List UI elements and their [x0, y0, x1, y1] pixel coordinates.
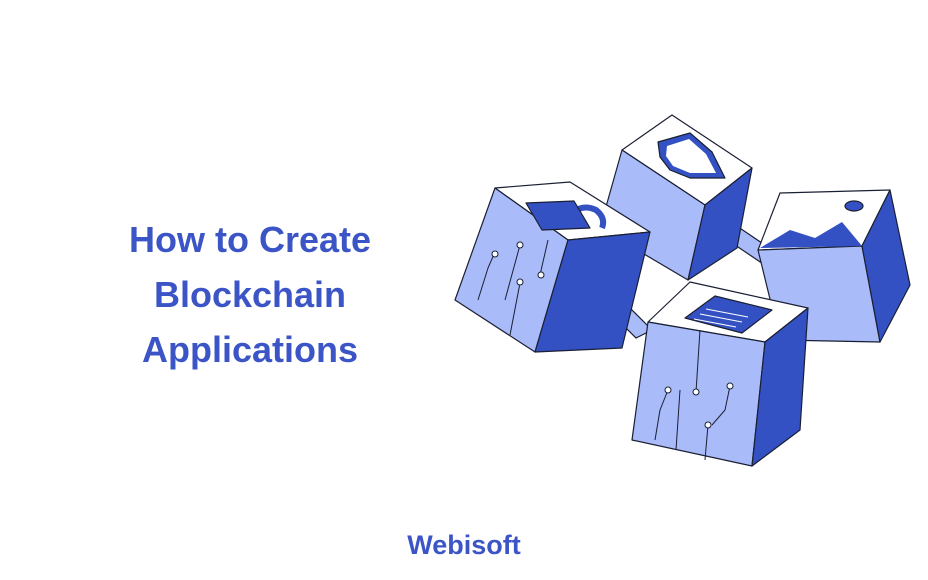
lock-icon — [525, 200, 607, 231]
title-line-3: Applications — [141, 329, 359, 370]
page-title: How to Create Blockchain Applications — [100, 212, 400, 377]
document-icon — [684, 295, 773, 334]
block-document — [631, 281, 809, 467]
title-line-1: How to Create — [128, 219, 372, 260]
title-line-2: Blockchain — [153, 274, 347, 315]
brand-name: Webisoft — [407, 530, 521, 560]
image-icon — [760, 200, 864, 248]
circuit-lines — [477, 239, 549, 336]
blockchain-cubes-illustration — [454, 114, 911, 467]
circuit-lines — [654, 329, 731, 461]
block-shield — [599, 114, 753, 281]
block-lock — [454, 181, 651, 353]
